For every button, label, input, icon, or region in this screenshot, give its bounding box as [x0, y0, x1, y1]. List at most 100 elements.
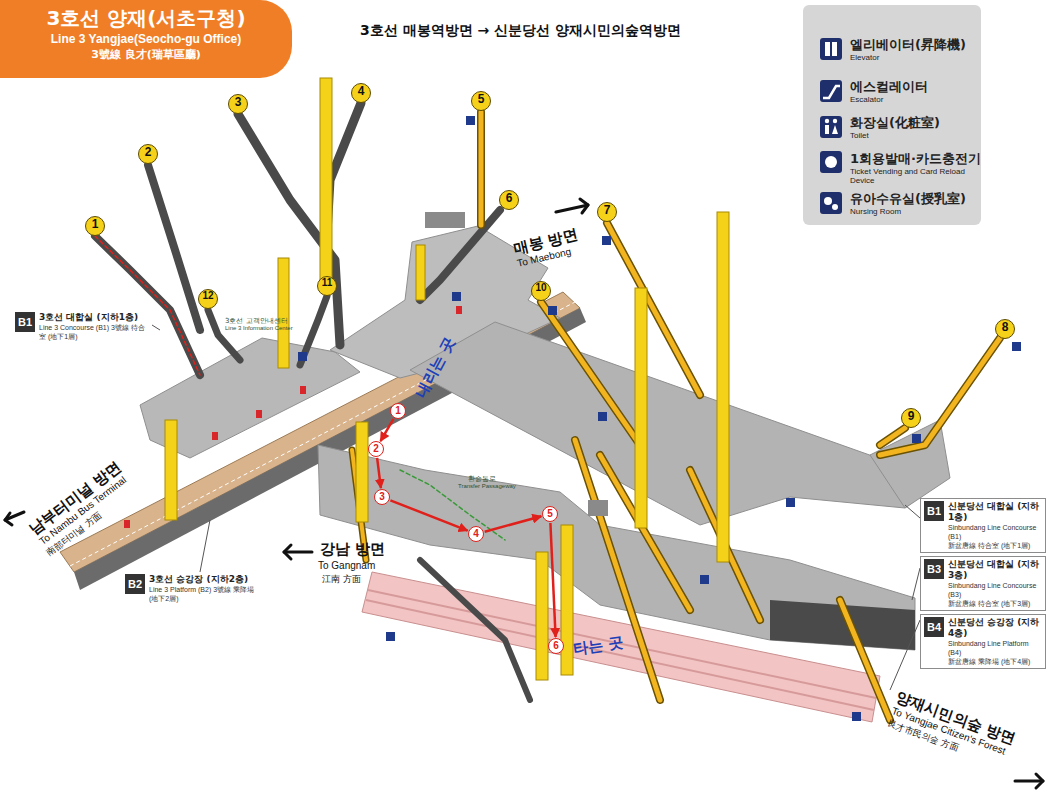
elevator-shaft: [278, 258, 289, 368]
gate-icon: [256, 410, 262, 418]
direction-label-cn: 江南 方面: [322, 573, 361, 586]
stair-exit1: [95, 236, 200, 375]
facility-icon: [386, 632, 395, 641]
legend-english: Elevator: [850, 53, 879, 62]
facility-icons: [298, 116, 1021, 721]
title-text: 3호선 양재(서초구청): [0, 5, 292, 31]
info-center-label: 3호선 고객안내센터: [225, 316, 288, 326]
legend-text: 엘리베이터(昇降機): [850, 36, 966, 54]
toilet-icon-figure: [825, 125, 829, 134]
escalator-exit7-edge: [607, 223, 700, 395]
route-step-number: 6: [549, 639, 563, 652]
floor-badge: B4: [924, 617, 944, 637]
elevator-shaft: [320, 78, 332, 290]
route-step-circle: 2: [368, 441, 384, 457]
board-label: 타는 곳: [572, 633, 624, 659]
facility-icon: [452, 292, 461, 301]
floor-text-column: 3호선 승강장 (지하2층)Line 3 Platform (B2) 3號線 乘…: [149, 574, 259, 603]
legend-english: Ticket Vending and Card Reload Device: [850, 167, 975, 185]
nursing-room-icon-figure: [832, 204, 838, 210]
floor-badge: B2: [125, 574, 145, 594]
escalator-b3-b4: [840, 600, 890, 720]
floor-text-column: 신분당선 승강장 (지하4층)Sinbundang Line Platform …: [948, 617, 1042, 666]
legend-panel-group: [803, 5, 981, 225]
route-step-number: 4: [469, 527, 483, 540]
gate-icon: [300, 386, 306, 394]
escalator-exit10: [541, 302, 640, 445]
ticket-machine-icon: [820, 151, 842, 173]
facility-icon: [786, 498, 795, 507]
elevator-shaft: [635, 288, 647, 528]
arrow-head: [5, 513, 12, 525]
callout-number: 11: [317, 276, 337, 296]
bracket-line: [200, 520, 210, 572]
elevator-icon: [820, 38, 842, 60]
floor-subtitle: Line 3 Concourse (B1) 3號線 待合室 (地下1層): [39, 323, 149, 341]
route-step-circle: 1: [390, 403, 406, 419]
stair-exit1-route: [95, 236, 200, 375]
floor-text-column: 3호선 대합실 (지하1층)Line 3 Concourse (B1) 3號線 …: [39, 312, 149, 341]
callout-number: 5: [471, 91, 491, 111]
route-connector: [381, 419, 394, 441]
toilet-rooms: [425, 212, 608, 516]
facility-icon: [602, 236, 611, 245]
facility-icon: [912, 434, 921, 443]
floor-subtitle: 新盆唐線 乘降場 (地下4層): [948, 657, 1042, 666]
floor-name: 3호선 대합실 (지하1층): [39, 312, 149, 323]
route-step-number: 5: [543, 507, 557, 520]
floor-badge: B1: [15, 312, 35, 332]
floor-name: 신분당선 승강장 (지하4층): [948, 617, 1042, 639]
floor-label-box: B13호선 대합실 (지하1층)Line 3 Concourse (B1) 3號…: [12, 310, 152, 343]
escalator-exit5: [479, 112, 484, 225]
legend-english: Escalator: [850, 95, 883, 104]
elevator-icon-door: [825, 42, 830, 56]
callout-number: 10: [531, 281, 551, 301]
route-step-circle: 4: [468, 526, 484, 542]
nursing-room-icon-figure: [824, 197, 832, 205]
page-heading: 3호선 매봉역방면 → 신분당선 양재시민의숲역방면: [360, 22, 681, 40]
toilet-icon-figure: [825, 119, 829, 123]
floor-brackets: [152, 325, 920, 690]
floor-subtitle: Sinbundang Line Concourse (B3): [948, 581, 1042, 599]
passage-label-en: Transfer Passageway: [458, 483, 516, 489]
route-connector: [485, 516, 542, 531]
arrow-head: [1036, 774, 1043, 788]
route-connector: [550, 523, 555, 637]
escalator-exit5-edge: [477, 112, 485, 225]
route-step-circle: 5: [542, 506, 558, 522]
elevator-shaft: [536, 552, 548, 680]
escalator-exit10-edge: [541, 302, 640, 445]
facility-icon: [852, 712, 861, 721]
floor-label-box: B4신분당선 승강장 (지하4층)Sinbundang Line Platfor…: [920, 614, 1046, 669]
escalator-exit7: [607, 223, 700, 395]
arrow-shaft: [1015, 780, 1043, 783]
title-box: 3호선 양재(서초구청)Line 3 Yangjae(Seocho-gu Off…: [0, 0, 292, 78]
facility-icon: [466, 116, 475, 125]
callout-number: 1: [85, 216, 105, 236]
line3-concourse-b1: [140, 226, 950, 525]
bracket-line: [905, 505, 920, 518]
floor-subtitle: Sinbundang Line Concourse (B1): [948, 523, 1042, 541]
elevator-shaft: [416, 245, 425, 300]
bracket-line: [890, 620, 920, 690]
floor-text-column: 신분당선 대합실 (지하1층)Sinbundang Line Concourse…: [948, 501, 1042, 550]
stairs: [95, 103, 530, 700]
floor-label-box: B1신분당선 대합실 (지하1층)Sinbundang Line Concour…: [920, 498, 1046, 553]
escalator-icon-step: [823, 86, 840, 98]
stair-exit2: [148, 165, 200, 330]
route-step-number: 2: [369, 442, 383, 455]
elevator-icon-door: [832, 42, 837, 56]
route-step-number: 3: [375, 490, 389, 503]
escalator-exit8-edge: [880, 338, 1000, 455]
legend-panel: [803, 5, 981, 225]
facility-icon: [548, 306, 557, 315]
nursing-room-icon: [820, 192, 842, 214]
stair-b3-b4: [420, 560, 530, 700]
toilet-icon-figure: [833, 119, 837, 123]
facility-icon: [700, 575, 709, 584]
alight-label: 내리는 곳: [412, 334, 459, 401]
toilet-icon: [820, 116, 842, 138]
callout-number: 6: [499, 190, 519, 210]
arrow-head: [580, 199, 588, 213]
direction-label: 강남 방면: [320, 540, 385, 559]
